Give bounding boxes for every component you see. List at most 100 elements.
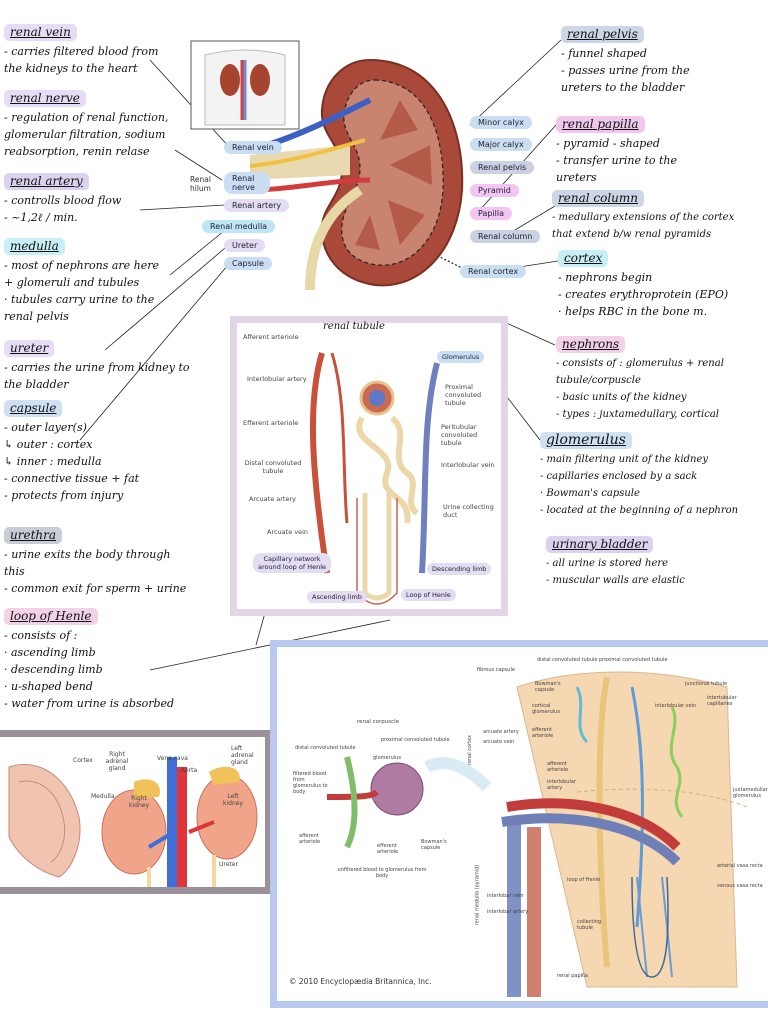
- note-line: - all urine is stored here: [546, 558, 669, 569]
- label-renal-vein: Renal vein: [224, 141, 282, 154]
- label-renal-artery: Renal artery: [224, 199, 290, 212]
- label-renal-cortex-b: renal cortex: [467, 734, 474, 766]
- label-left-kidney: Left kidney: [223, 793, 243, 807]
- note-line: - controlls blood flow: [4, 194, 122, 207]
- note-title: ureter: [4, 340, 55, 357]
- note-line: - outer layer(s): [4, 421, 87, 434]
- note-line: this: [4, 565, 25, 578]
- note-line: ↳ outer : cortex: [4, 438, 93, 451]
- note-line: - funnel shaped: [561, 47, 647, 60]
- note-line: that extend b/w renal pyramids: [552, 229, 712, 240]
- note-renal-pelvis: renal pelvis - funnel shaped - passes ur…: [561, 26, 690, 96]
- label-cortex: Cortex: [73, 757, 93, 764]
- note-renal-artery: renal artery - controlls blood flow - ~1…: [4, 173, 121, 226]
- note-line: reabsorption, renin relase: [4, 145, 150, 158]
- note-line: - medullary extensions of the cortex: [552, 212, 735, 223]
- note-line: - transfer urine to the: [556, 154, 678, 167]
- note-glomerulus: glomerulus - main filtering unit of the …: [540, 432, 738, 519]
- label-right-kidney: Right kidney: [129, 795, 149, 809]
- note-line: - protects from injury: [4, 489, 124, 502]
- label-loop-henle-b: loop of Henle: [567, 877, 601, 883]
- note-title: loop of Henle: [4, 608, 98, 625]
- label-juxta: juxtamedullary glomerulus: [733, 787, 768, 799]
- label-arcuate-artery: Arcuate artery: [249, 495, 296, 503]
- label-interlobar-vein: interlobar vein: [487, 893, 524, 899]
- note-line: · tubules carry urine to the: [4, 293, 155, 306]
- label-efferent-arteriole: efferent arteriole: [532, 727, 554, 739]
- label-efferent-arteriole: Efferent arteriole: [243, 419, 299, 427]
- note-line: - regulation of renal function,: [4, 111, 169, 124]
- note-line: ureters to the bladder: [561, 81, 685, 94]
- label-afferent-b: afferent arteriole: [299, 833, 321, 845]
- label-major-calyx: Major calyx: [470, 138, 532, 151]
- note-line: · ascending limb: [4, 646, 96, 659]
- label-renal-pelvis: Renal pelvis: [470, 161, 535, 174]
- note-title: capsule: [4, 400, 63, 417]
- note-medulla: medulla - most of nephrons are here + gl…: [4, 238, 159, 325]
- label-proximal-convoluted: Proximal convoluted tubule: [445, 383, 482, 407]
- note-line: - carries filtered blood from: [4, 45, 159, 58]
- note-renal-vein: renal vein - carries filtered blood from…: [4, 24, 158, 77]
- label-arcuate-vein: arcuate vein: [483, 739, 515, 745]
- note-line: - consists of : glomerulus + renal: [556, 358, 724, 369]
- note-line: renal pelvis: [4, 310, 69, 323]
- note-line: - nephrons begin: [558, 271, 653, 284]
- label-glomerulus-b: glomerulus: [373, 755, 401, 761]
- label-arcuate-artery: arcuate artery: [483, 729, 519, 735]
- note-title: urethra: [4, 527, 63, 544]
- note-line: - most of nephrons are here: [4, 259, 160, 272]
- note-line: - carries the urine from kidney to: [4, 361, 190, 374]
- label-medulla: Medulla: [91, 793, 115, 800]
- label-afferent-arteriole: afferent arteriole: [547, 761, 569, 773]
- note-line: - water from urine is absorbed: [4, 697, 175, 710]
- label-interlobular-vein: Interlobular vein: [441, 461, 495, 469]
- note-line: - consists of :: [4, 629, 78, 642]
- label-renal-column: Renal column: [470, 230, 541, 243]
- note-line: - connective tissue + fat: [4, 472, 140, 485]
- note-loop-of-henle: loop of Henle - consists of : · ascendin…: [4, 608, 174, 712]
- label-ureter: Ureter: [224, 239, 266, 252]
- label-renal-corpuscle: renal corpuscle: [357, 719, 400, 725]
- label-cortical-glomerulus: cortical glomerulus: [532, 703, 560, 715]
- note-line: · descending limb: [4, 663, 103, 676]
- note-line: · u-shaped bend: [4, 680, 93, 693]
- nephron-drawing: [326, 671, 748, 997]
- note-cortex: cortex - nephrons begin - creates erythr…: [558, 250, 728, 320]
- label-interlobar-artery: interlobar artery: [487, 909, 529, 915]
- note-line: - urine exits the body through: [4, 548, 171, 561]
- label-capillary-network: Capillary network around loop of Henle: [253, 553, 331, 573]
- label-bowmans-capsule: Bowman's capsule: [535, 681, 561, 693]
- note-title: renal pelvis: [561, 26, 644, 43]
- note-renal-column: renal column - medullary extensions of t…: [552, 190, 734, 243]
- note-title: renal column: [552, 190, 644, 207]
- label-renal-nerve: Renal nerve: [224, 172, 270, 194]
- note-line: - capillaries enclosed by a sack: [540, 471, 698, 482]
- torso-inset: [190, 40, 300, 130]
- label-proximal: proximal convoluted tubule: [381, 737, 450, 743]
- label-ascending-limb: Ascending limb: [307, 591, 367, 603]
- label-urine-collecting: Urine collecting duct: [443, 503, 494, 519]
- label-distal: distal convoluted tubule: [295, 745, 356, 751]
- note-line: - muscular walls are elastic: [546, 575, 685, 586]
- note-title: renal artery: [4, 173, 89, 190]
- note-line: - common exit for sperm + urine: [4, 582, 187, 595]
- note-title: renal nerve: [4, 90, 86, 107]
- note-ureter: ureter - carries the urine from kidney t…: [4, 340, 190, 393]
- label-minor-calyx: Minor calyx: [470, 116, 532, 129]
- note-urethra: urethra - urine exits the body through t…: [4, 527, 186, 597]
- note-line: - pyramid - shaped: [556, 137, 660, 150]
- note-line: + glomeruli and tubules: [4, 276, 140, 289]
- label-arcuate-vein: Arcuate vein: [267, 528, 309, 536]
- note-title: nephrons: [556, 336, 626, 353]
- label-distal-convoluted: Distal convoluted tubule: [244, 459, 302, 475]
- label-glomerulus: Glomerulus: [437, 351, 485, 363]
- note-title: renal vein: [4, 24, 77, 41]
- label-interlobular-vein: interlobular vein: [655, 703, 697, 709]
- label-afferent-arteriole: Afferent arteriole: [243, 333, 299, 341]
- note-line: glomerular filtration, sodium: [4, 128, 166, 141]
- note-renal-papilla: renal papilla - pyramid - shaped - trans…: [556, 116, 677, 186]
- label-bowmans-b: Bowman's capsule: [421, 839, 447, 851]
- note-line: ↳ inner : medulla: [4, 455, 102, 468]
- label-renal-medulla-b: renal medulla (pyramid): [474, 864, 481, 926]
- label-renal-cortex: Renal cortex: [460, 265, 527, 278]
